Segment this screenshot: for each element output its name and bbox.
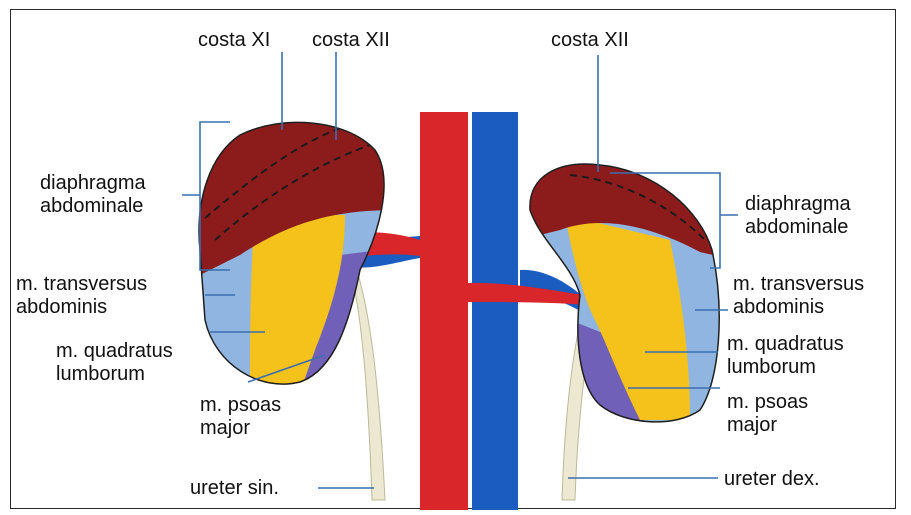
label-transversus-right-line2: abdominis <box>733 296 864 319</box>
label-transversus-left-line1: m. transversus <box>16 273 147 296</box>
label-quadratus-right-line2: lumborum <box>727 356 844 379</box>
label-quadratus-left-line2: lumborum <box>56 363 173 386</box>
label-diaphragma-left-line2: abdominale <box>40 195 146 218</box>
label-psoas-left: m. psoas major <box>200 394 281 440</box>
label-psoas-right: m. psoas major <box>727 391 808 437</box>
inferior-vena-cava <box>472 112 518 510</box>
label-diaphragma-left-line1: diaphragma <box>40 172 146 195</box>
label-psoas-right-line1: m. psoas <box>727 391 808 414</box>
label-psoas-left-line1: m. psoas <box>200 394 281 417</box>
label-psoas-right-line2: major <box>727 414 808 437</box>
label-ureter-sin: ureter sin. <box>190 477 279 500</box>
label-costa-xi: costa XI <box>198 29 270 52</box>
label-transversus-right-line1: m. transversus <box>733 273 864 296</box>
label-diaphragma-right-line1: diaphragma <box>745 193 851 216</box>
label-quadratus-left: m. quadratus lumborum <box>56 340 173 386</box>
label-costa-xii-right: costa XII <box>551 29 629 52</box>
label-ureter-dex: ureter dex. <box>724 468 820 491</box>
label-diaphragma-right-line2: abdominale <box>745 216 851 239</box>
label-transversus-left: m. transversus abdominis <box>16 273 147 319</box>
label-quadratus-right: m. quadratus lumborum <box>727 333 844 379</box>
label-costa-xii-left: costa XII <box>312 29 390 52</box>
aorta <box>420 112 468 510</box>
label-quadratus-right-line1: m. quadratus <box>727 333 844 356</box>
label-transversus-left-line2: abdominis <box>16 296 147 319</box>
label-diaphragma-left: diaphragma abdominale <box>40 172 146 218</box>
label-quadratus-left-line1: m. quadratus <box>56 340 173 363</box>
label-psoas-left-line2: major <box>200 417 281 440</box>
label-transversus-right: m. transversus abdominis <box>733 273 864 319</box>
label-diaphragma-right: diaphragma abdominale <box>745 193 851 239</box>
